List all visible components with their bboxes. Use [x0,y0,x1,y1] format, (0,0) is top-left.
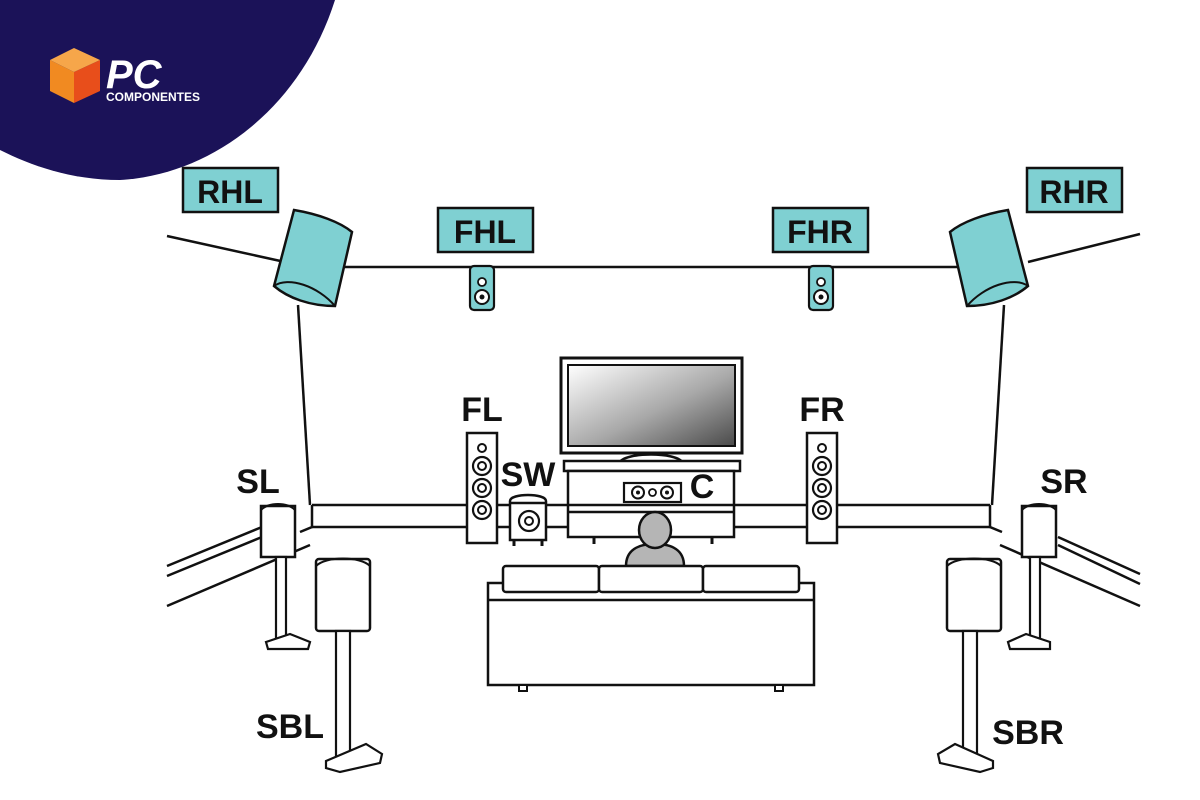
speaker-sl [259,503,312,651]
label-fl: FL [461,391,503,429]
brand-name: PC [106,53,163,97]
label-sl: SL [236,463,279,501]
speaker-c [622,481,683,504]
speaker-fl [465,431,499,545]
label-rhr: RHR [1039,174,1108,210]
speaker-rhr [948,208,1030,308]
label-sr: SR [1040,463,1087,501]
label-fhr-box: FHR [771,206,870,254]
label-sbr: SBR [992,714,1064,752]
label-fhr: FHR [787,214,853,250]
label-rhr-box: RHR [1025,166,1124,214]
label-fr: FR [799,391,844,429]
speaker-fhl [468,264,496,312]
orange-box-icon [50,48,100,103]
label-rhl: RHL [197,174,263,210]
speaker-sw [508,493,548,546]
television [559,356,744,464]
label-c: C [690,468,715,506]
label-fhl: FHL [454,214,516,250]
brand-banner: PC COMPONENTES [0,0,335,180]
label-sw: SW [501,456,557,494]
speaker-sr [1006,503,1058,651]
speaker-sbl [314,557,384,774]
label-sbl: SBL [256,708,324,746]
label-rhl-box: RHL [181,166,280,214]
speaker-fr [805,431,839,545]
speaker-sbr [936,557,1003,774]
speaker-rhl [272,208,354,308]
brand-logo[interactable]: PC COMPONENTES [50,48,200,104]
label-fhl-box: FHL [436,206,535,254]
listener [624,510,686,568]
brand-subtitle: COMPONENTES [106,90,200,104]
speaker-fhr [807,264,835,312]
sofa [486,564,816,692]
banner-shape [0,0,335,180]
